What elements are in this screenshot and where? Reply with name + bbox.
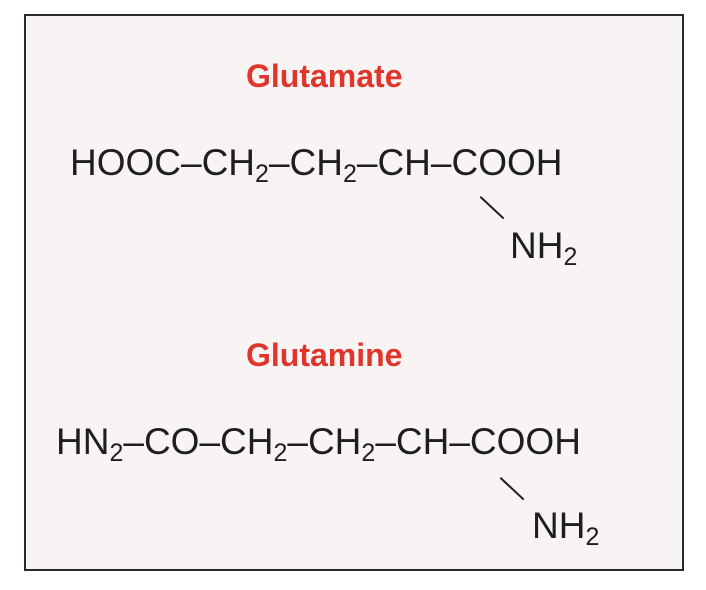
glutamine-formula: HN2–CO–CH2–CH2–CH–COOH xyxy=(56,421,581,467)
bond-dash: – xyxy=(449,421,470,462)
chemical-group: HOOC xyxy=(70,142,181,183)
chemical-group: CO xyxy=(143,421,200,462)
chemical-group: CH2 xyxy=(289,142,357,188)
bond-dash: – xyxy=(181,142,202,183)
chemical-group: NH2 xyxy=(532,505,600,551)
chemical-group: COOH xyxy=(469,421,581,462)
bond-dash: – xyxy=(287,421,308,462)
chemical-group: NH2 xyxy=(510,225,578,271)
chemical-group: CH2 xyxy=(220,421,288,467)
glutamine-title: Glutamine xyxy=(246,337,403,373)
glutamate-formula: HOOC–CH2–CH2–CH–COOH xyxy=(70,142,563,188)
chemical-group: HN2 xyxy=(56,421,124,467)
glutamine-amine-group: NH2 xyxy=(532,505,600,551)
bond-dash: – xyxy=(123,421,144,462)
glutamate-title: Glutamate xyxy=(246,58,403,94)
bond-dash: – xyxy=(430,142,452,183)
subscript: 2 xyxy=(273,439,288,467)
bond-dash: – xyxy=(375,421,396,462)
chemical-group: CH xyxy=(377,142,431,183)
subscript: 2 xyxy=(361,439,376,467)
diagram-frame xyxy=(24,14,684,571)
chemical-group: COOH xyxy=(451,142,563,183)
bond-dash: – xyxy=(199,421,221,462)
subscript: 2 xyxy=(109,439,124,467)
chemical-group: CH xyxy=(395,421,450,462)
subscript: 2 xyxy=(563,243,578,271)
subscript: 2 xyxy=(255,160,269,188)
chemical-group: CH2 xyxy=(201,142,269,188)
bond-dash: – xyxy=(356,142,378,183)
bond-dash: – xyxy=(268,142,290,183)
glutamate-amine-group: NH2 xyxy=(510,225,578,271)
subscript: 2 xyxy=(585,523,600,551)
chemical-group: CH2 xyxy=(307,421,376,467)
subscript: 2 xyxy=(342,160,357,188)
